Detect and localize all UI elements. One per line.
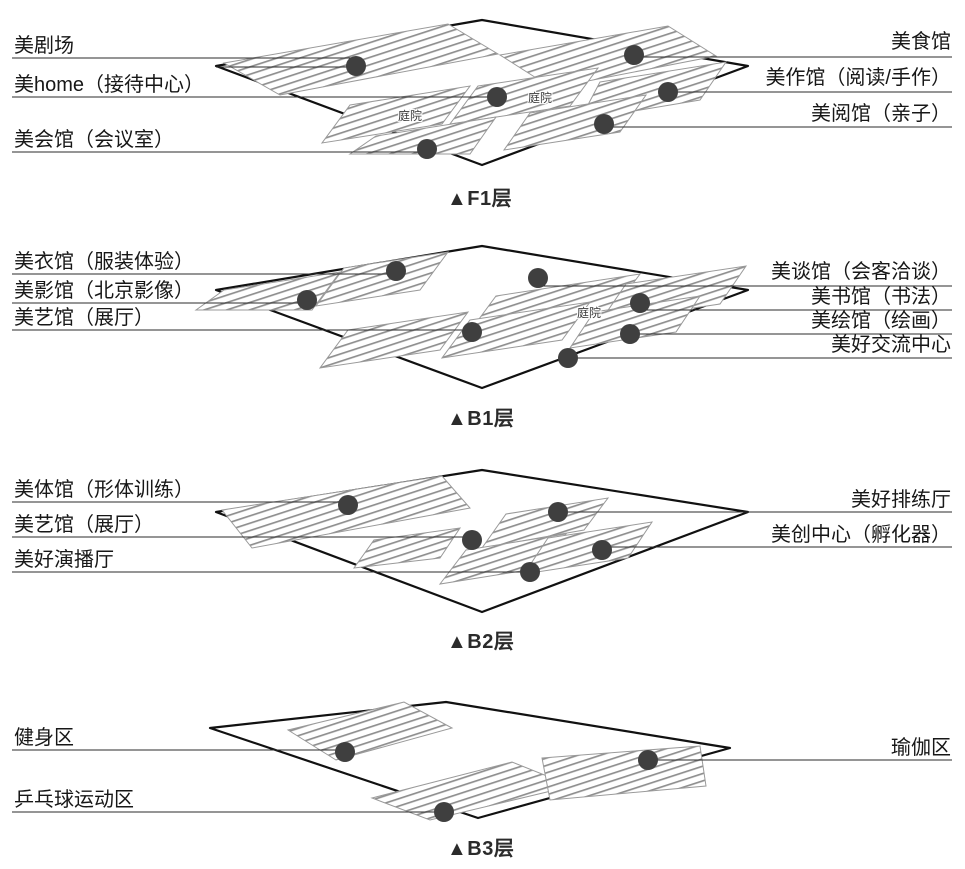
b1-zone-paint xyxy=(440,301,592,359)
b3-label-gym: 健身区 xyxy=(14,727,74,749)
f1-marker-read xyxy=(594,114,614,134)
b1-courtyard: 庭院 xyxy=(577,306,602,320)
floor-plate-f1 xyxy=(12,18,952,167)
f1-marker-hall xyxy=(417,139,437,159)
f1-zone-meeting xyxy=(348,116,498,155)
b3-label-yoga: 瑜伽区 xyxy=(891,737,951,759)
floor-plate-b2 xyxy=(12,468,952,614)
b1-label-exchange: 美好交流中心 xyxy=(831,334,951,356)
f1-zone-courtyard-right xyxy=(448,67,600,125)
b2-label-rehearse: 美好排练厅 xyxy=(851,489,951,511)
b2-marker-art2 xyxy=(462,530,482,550)
f1-label-craft: 美作馆（阅读/手作） xyxy=(765,67,951,89)
b2-marker-incubator xyxy=(592,540,612,560)
b1-label-talk: 美谈馆（会客洽谈） xyxy=(771,261,951,283)
f1-label-meeting: 美会馆（会议室） xyxy=(14,129,174,151)
b1-label-book: 美书馆（书法） xyxy=(811,286,951,308)
b1-label-paint: 美绘馆（绘画） xyxy=(811,310,951,332)
b1-marker-paint xyxy=(620,324,640,344)
b1-marker-cloth xyxy=(386,261,406,281)
f1-marker-theatre xyxy=(346,56,366,76)
b1-marker-talk xyxy=(528,268,548,288)
b1-zone-art xyxy=(318,311,470,369)
f1-label-food: 美食馆 xyxy=(891,31,951,53)
b3-caption: ▲B3层 xyxy=(447,838,515,860)
floor-plate-b3 xyxy=(12,700,952,822)
f1-zone-kids xyxy=(502,94,648,151)
floor-plate-b1 xyxy=(12,244,952,390)
b1-caption: ▲B1层 xyxy=(447,408,515,430)
f1-marker-food xyxy=(624,45,644,65)
f1-marker-home xyxy=(487,87,507,107)
b2-marker-studio xyxy=(520,562,540,582)
b1-marker-book xyxy=(630,293,650,313)
f1-label-home: 美home（接待中心） xyxy=(14,74,205,96)
b2-zone-incubator xyxy=(522,521,654,575)
f1-courtyard-right: 庭院 xyxy=(528,91,553,105)
b2-label-incubator: 美创中心（孵化器） xyxy=(771,524,951,546)
b2-zone-art2 xyxy=(352,527,462,569)
f1-caption: ▲F1层 xyxy=(447,188,513,210)
b3-marker-gym xyxy=(335,742,355,762)
f1-courtyard-left: 庭院 xyxy=(398,109,423,123)
b2-marker-body xyxy=(338,495,358,515)
b1-marker-cinema xyxy=(297,290,317,310)
b2-marker-rehearse xyxy=(548,502,568,522)
b2-label-body: 美体馆（形体训练） xyxy=(14,479,194,501)
b2-zone-rehearse xyxy=(480,497,610,549)
b3-label-pingpong: 乒乓球运动区 xyxy=(14,789,134,811)
b1-marker-exchange xyxy=(558,348,578,368)
b3-marker-yoga xyxy=(638,750,658,770)
b1-label-art: 美艺馆（展厅） xyxy=(14,307,154,329)
b3-marker-pingpong xyxy=(434,802,454,822)
f1-label-theatre: 美剧场 xyxy=(14,35,74,57)
b2-label-studio: 美好演播厅 xyxy=(14,549,114,571)
b2-caption: ▲B2层 xyxy=(447,631,515,653)
f1-label-kids: 美阅馆（亲子） xyxy=(811,103,951,125)
b1-label-cloth: 美衣馆（服装体验） xyxy=(14,251,194,273)
b1-marker-art xyxy=(462,322,482,342)
b1-zone-exchange xyxy=(568,295,702,349)
b1-zone-cloth xyxy=(314,251,450,307)
b2-slab xyxy=(214,468,750,614)
b1-label-cinema: 美影馆（北京影像） xyxy=(14,280,194,302)
b2-label-art: 美艺馆（展厅） xyxy=(14,514,154,536)
f1-zone-courtyard-left xyxy=(320,85,472,144)
f1-marker-craft xyxy=(658,82,678,102)
